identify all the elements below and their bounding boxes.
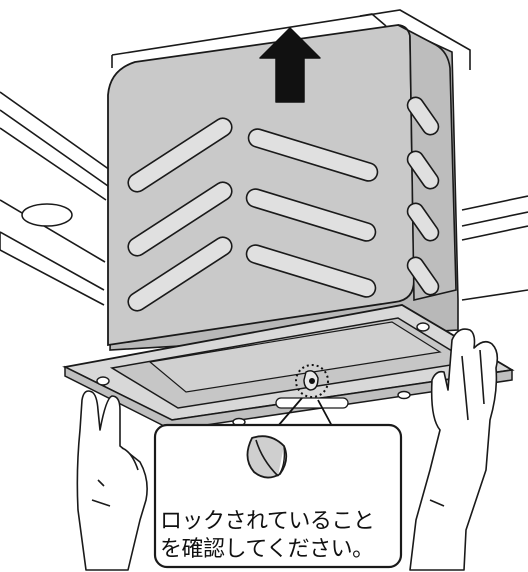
callout-line-2: を確認してください。 [160,536,396,564]
callout-message: ロックされていること を確認してください。 [160,508,396,564]
left-hand [77,391,147,570]
hole [22,204,72,226]
lock-indicator-icon [247,436,286,477]
callout-line-1: ロックされていること [160,508,396,536]
